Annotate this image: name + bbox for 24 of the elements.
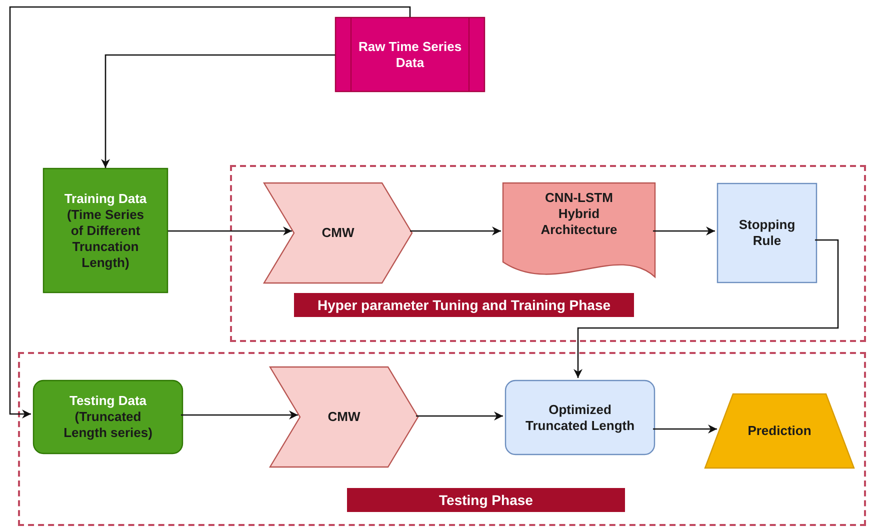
node-label: Optimized Truncated Length	[525, 402, 635, 434]
arrow	[168, 226, 292, 236]
arrow	[101, 54, 335, 168]
arrow	[653, 226, 715, 236]
arrow	[181, 410, 298, 420]
phase-title: Testing Phase	[347, 488, 625, 512]
node-label: Prediction	[748, 423, 812, 439]
node-description: (Time Series of Different Truncation Length)	[66, 206, 146, 270]
arrow	[410, 226, 501, 236]
node-label: CMW	[322, 225, 354, 241]
arrow	[416, 412, 503, 420]
node-label: Stopping Rule	[738, 217, 796, 249]
node-label: Raw Time Series Data	[357, 38, 463, 70]
phase-group	[18, 352, 866, 526]
node-label: Testing Data	[69, 393, 147, 409]
arrow	[574, 239, 839, 378]
phase-group	[230, 165, 866, 342]
node-description: (Truncated Length series)	[62, 409, 154, 441]
phase-title: Hyper parameter Tuning and Training Phase	[294, 293, 634, 317]
arrow	[653, 424, 717, 434]
node-label: CMW	[328, 409, 360, 425]
node-label: CNN-LSTM Hybrid Architecture	[540, 190, 618, 238]
arrow	[9, 6, 411, 418]
node-label: Training Data	[64, 190, 147, 206]
